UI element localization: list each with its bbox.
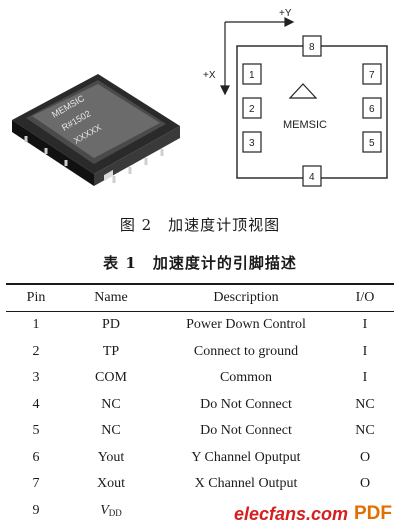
table-row: 9 VDD xyxy=(6,498,394,525)
header-description: Description xyxy=(213,290,279,305)
chip-package-illustration: MEMSIC R#1502 XXXXX xyxy=(2,52,187,192)
cell-io: I xyxy=(362,317,368,333)
pin-7-label: 7 xyxy=(369,70,375,81)
axis-x-label: +X xyxy=(203,70,216,81)
header-pin: Pin xyxy=(26,290,46,305)
cell-description: Power Down Control xyxy=(186,317,306,333)
figure-caption: 图 2 加速度计顶视图 xyxy=(119,216,281,234)
cell-pin: 1 xyxy=(32,317,40,333)
cell-pin: 4 xyxy=(32,396,40,412)
cell-io: NC xyxy=(355,423,375,439)
table-row: 7 Xout X Channel Output O xyxy=(6,471,394,498)
pin-description-table: Pin Name Description I/O 1 PD Power Down… xyxy=(6,283,394,524)
header-io: I/O xyxy=(355,290,375,305)
cell-description: Do Not Connect xyxy=(200,423,292,439)
orientation-triangle-icon xyxy=(288,83,318,99)
pin-6-label: 6 xyxy=(369,104,375,115)
cell-pin: 3 xyxy=(32,370,40,386)
table-header-row: Pin Name Description I/O xyxy=(6,284,394,312)
vdd-subscript: DD xyxy=(108,507,122,518)
table-title: 表 1 加速度计的引脚描述 xyxy=(103,254,297,272)
cell-pin: 5 xyxy=(32,423,40,439)
cell-io: O xyxy=(359,476,371,492)
cell-name: PD xyxy=(102,317,120,333)
table-row: 3 COM Common I xyxy=(6,365,394,392)
cell-description: Connect to ground xyxy=(193,343,299,359)
cell-name: NC xyxy=(101,423,121,439)
cell-name: Xout xyxy=(97,476,125,492)
pinout-top-view: +Y +X MEMSIC 1 2 3 4 5 6 7 8 xyxy=(203,6,398,191)
watermark: elecfans.com PDF xyxy=(186,502,396,528)
axis-arrows xyxy=(220,17,295,96)
pin-1-label: 1 xyxy=(249,70,255,81)
table-row: 6 Yout Y Channel Oputput O xyxy=(6,445,394,472)
cell-description: Do Not Connect xyxy=(200,396,292,412)
cell-io: O xyxy=(359,449,371,465)
cell-io: NC xyxy=(355,396,375,412)
pin-5-label: 5 xyxy=(369,138,375,149)
cell-name: TP xyxy=(102,343,120,359)
header-name: Name xyxy=(94,290,128,305)
cell-name: VDD xyxy=(66,498,156,525)
cell-description: Common xyxy=(219,370,273,386)
pin-4-label: 4 xyxy=(309,172,315,183)
package-brand: MEMSIC xyxy=(283,119,327,131)
cell-name: Yout xyxy=(97,449,125,465)
cell-name: COM xyxy=(95,370,127,386)
pin-2-label: 2 xyxy=(249,104,255,115)
axis-y-label: +Y xyxy=(279,8,292,19)
watermark-site: elecfans.com xyxy=(234,504,349,524)
vdd-symbol: V xyxy=(100,502,109,518)
cell-io: I xyxy=(362,370,368,386)
pin-8-label: 8 xyxy=(309,42,315,53)
cell-io: I xyxy=(362,343,368,359)
watermark-brand: PDF xyxy=(354,503,392,524)
table-row: 2 TP Connect to ground I xyxy=(6,339,394,366)
cell-pin: 9 xyxy=(32,502,40,518)
pin-3-label: 3 xyxy=(249,138,255,149)
cell-pin: 2 xyxy=(32,343,40,359)
cell-pin: 6 xyxy=(32,449,40,465)
table-row: 1 PD Power Down Control I xyxy=(6,312,394,339)
cell-name: NC xyxy=(101,396,121,412)
table-row: 4 NC Do Not Connect NC xyxy=(6,392,394,419)
cell-description: X Channel Output xyxy=(194,476,298,492)
table-row: 5 NC Do Not Connect NC xyxy=(6,418,394,445)
cell-description: Y Channel Oputput xyxy=(191,449,301,465)
cell-pin: 7 xyxy=(32,476,40,492)
